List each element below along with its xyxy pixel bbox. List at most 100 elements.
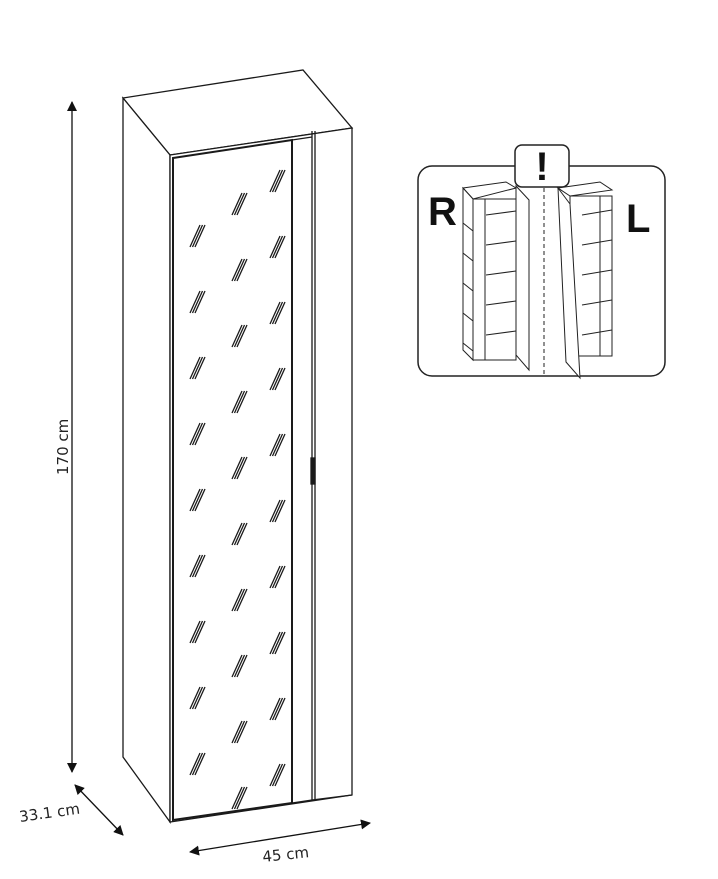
cabinet-right-hinged bbox=[461, 181, 530, 372]
mirror-mark bbox=[269, 301, 281, 325]
mirror-mark bbox=[269, 367, 281, 391]
warning-icon: ! bbox=[535, 145, 548, 189]
mirror-mark bbox=[231, 324, 243, 348]
mirror-reflection-marks bbox=[189, 169, 286, 810]
mirror-mark bbox=[269, 169, 281, 193]
mirror-mark bbox=[274, 631, 286, 655]
depth-arrow bbox=[74, 784, 124, 836]
shelf bbox=[581, 241, 601, 246]
mirror-mark bbox=[236, 390, 248, 414]
mirror-mark bbox=[191, 554, 204, 578]
mirror-mark bbox=[231, 786, 243, 810]
mirror-mark bbox=[233, 654, 246, 678]
shelf bbox=[485, 240, 517, 246]
mirror-mark bbox=[231, 522, 243, 546]
mirror-mark bbox=[271, 367, 284, 391]
shelf-side bbox=[462, 222, 474, 232]
mirror-mark bbox=[274, 499, 286, 523]
mirror-mark bbox=[274, 433, 286, 457]
mirror-mark bbox=[269, 565, 281, 589]
mirror-mark bbox=[189, 686, 201, 710]
mirror-mark bbox=[233, 786, 246, 810]
mirror-mark bbox=[236, 786, 248, 810]
cabinet bbox=[121, 69, 354, 825]
mirror-mark bbox=[233, 390, 246, 414]
mirror-mark bbox=[233, 522, 246, 546]
mirror-mark bbox=[189, 488, 201, 512]
mirror-mark bbox=[231, 258, 243, 282]
shelf bbox=[485, 270, 517, 276]
mirror-mark bbox=[271, 169, 284, 193]
mirror-mark bbox=[191, 620, 204, 644]
mirror-mark bbox=[194, 356, 206, 380]
mirror-mark bbox=[191, 488, 204, 512]
mirror-mark bbox=[271, 433, 284, 457]
mirror-mark bbox=[269, 235, 281, 259]
panel-bottom bbox=[311, 794, 353, 801]
mirror-mark bbox=[271, 301, 284, 325]
mirror-mark bbox=[191, 290, 204, 314]
mirror-mark bbox=[236, 720, 248, 744]
mirror-mark bbox=[233, 192, 246, 216]
mirror-mark bbox=[189, 752, 201, 776]
mirror-mark bbox=[271, 631, 284, 655]
shelf bbox=[485, 300, 517, 306]
mirror-mark bbox=[191, 356, 204, 380]
mirror-mark bbox=[189, 290, 201, 314]
shelf-side bbox=[462, 312, 474, 322]
shelf bbox=[599, 299, 613, 303]
mirror-mark bbox=[194, 554, 206, 578]
mirror-mark bbox=[236, 654, 248, 678]
door-handle bbox=[310, 457, 316, 485]
mirror-mark bbox=[194, 686, 206, 710]
mirror-mark bbox=[231, 720, 243, 744]
mirror-mark bbox=[191, 752, 204, 776]
mirror-mark bbox=[274, 367, 286, 391]
shelf bbox=[599, 209, 613, 213]
mirror-mark bbox=[269, 499, 281, 523]
mirror-mark bbox=[233, 456, 246, 480]
mirror-mark bbox=[191, 422, 204, 446]
mirror-mark bbox=[189, 422, 201, 446]
mirror-mark bbox=[236, 456, 248, 480]
shelf bbox=[599, 329, 613, 333]
mirror-mark bbox=[194, 290, 206, 314]
left-hinge-label: L bbox=[626, 197, 650, 241]
strip-bottom bbox=[291, 799, 313, 804]
strip-top bbox=[291, 136, 313, 141]
mirror-mark bbox=[269, 763, 281, 787]
mirror-mark bbox=[189, 554, 201, 578]
orientation-inset: ! R L bbox=[417, 144, 666, 380]
mirror-mark bbox=[271, 763, 284, 787]
right-hinge-label: R bbox=[428, 190, 457, 234]
mirror-mark bbox=[274, 763, 286, 787]
mirror-mark bbox=[271, 565, 284, 589]
open-mirror-door bbox=[557, 186, 581, 380]
mirror-mark bbox=[191, 686, 204, 710]
mirror-mark bbox=[271, 499, 284, 523]
shelf bbox=[485, 210, 517, 216]
mirror-mark bbox=[189, 356, 201, 380]
width-arrow bbox=[189, 819, 371, 856]
mirror-mark bbox=[231, 588, 243, 612]
mirror-mark bbox=[236, 522, 248, 546]
mirror-mark bbox=[233, 324, 246, 348]
warning-box bbox=[514, 144, 570, 188]
mirror-mark bbox=[236, 588, 248, 612]
mirror-mark bbox=[191, 224, 204, 248]
mirror-mark bbox=[233, 588, 246, 612]
mirror-mark bbox=[194, 488, 206, 512]
mirror-mark bbox=[194, 620, 206, 644]
mirror-mark bbox=[231, 390, 243, 414]
mirror-mark bbox=[194, 422, 206, 446]
mirror-mark bbox=[236, 324, 248, 348]
mirror-mark bbox=[274, 697, 286, 721]
shelf bbox=[581, 211, 601, 216]
shelf bbox=[581, 271, 601, 276]
mirror-mark bbox=[189, 224, 201, 248]
mirror-mark bbox=[274, 235, 286, 259]
mirror-mark bbox=[233, 720, 246, 744]
mirror-mark bbox=[274, 301, 286, 325]
mirror-mark bbox=[269, 631, 281, 655]
